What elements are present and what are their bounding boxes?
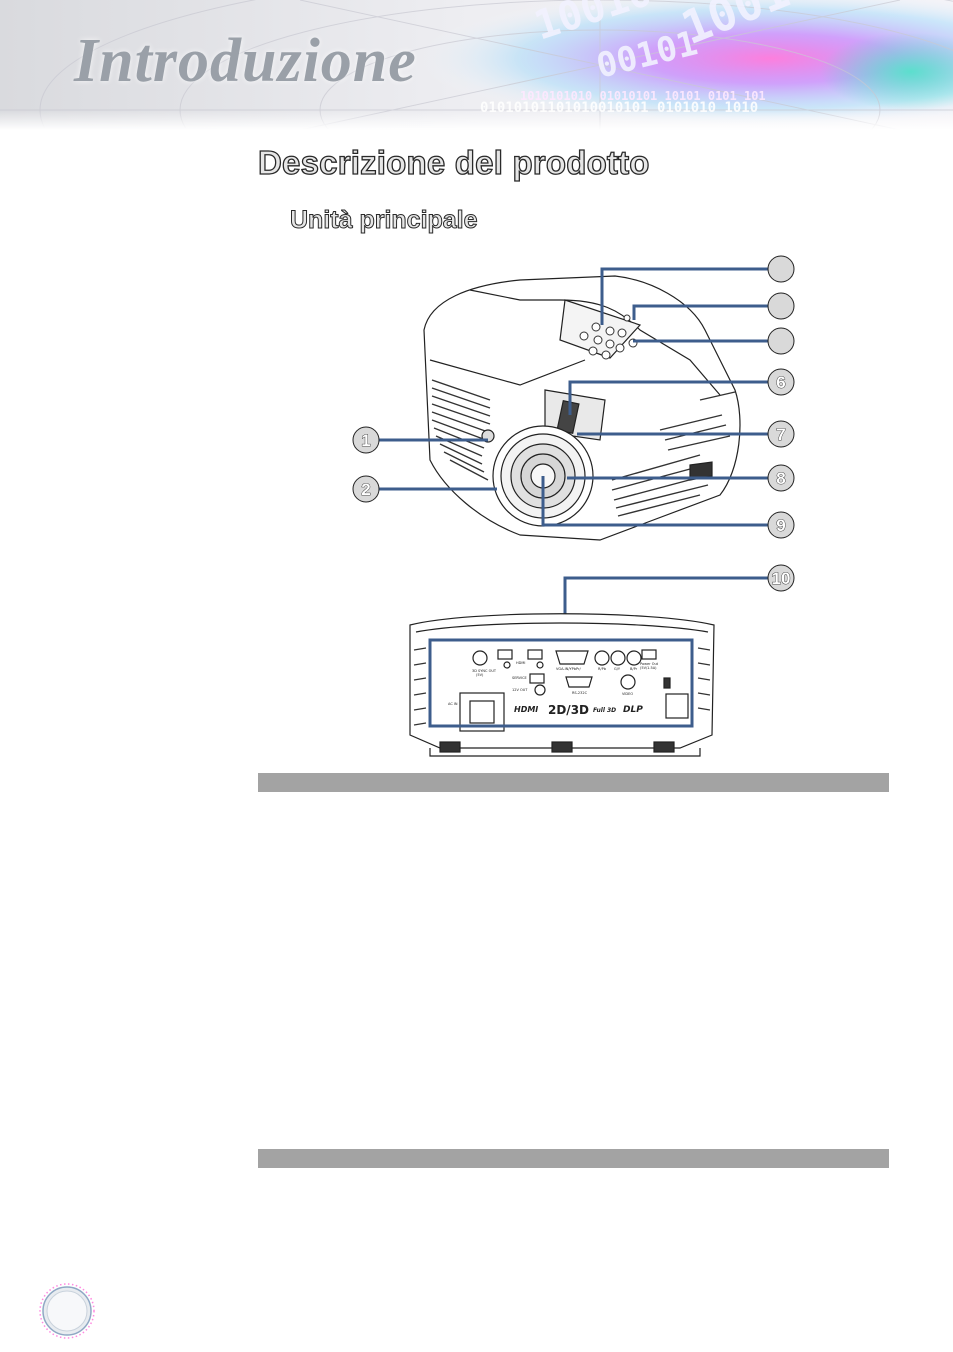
callout-1-label: 1 [361,431,370,450]
svg-text:VGA-IN/YPbPr/: VGA-IN/YPbPr/ [556,667,581,671]
svg-text:12V OUT: 12V OUT [512,688,528,692]
svg-text:G/Y: G/Y [614,667,621,671]
sub-title: Unità principale [290,206,479,235]
callout-9-label: 9 [776,516,785,535]
rear-panel-highlight [428,638,694,728]
projector-front-illustration [423,275,741,541]
svg-text:SERVICE: SERVICE [512,676,527,680]
callout-markers: 6 7 8 9 10 1 2 [352,255,795,592]
callout-6-label: 6 [776,373,785,392]
callout-6: 6 [767,368,795,396]
rear-panel-labels: 3D SYNC OUT (5V) HDMI VGA-IN/YPbPr/ R/Pb… [448,661,659,706]
callout-4 [767,292,795,320]
callout-10-label: 10 [772,569,791,588]
callout-8: 8 [767,464,795,492]
callout-lines [378,267,769,640]
separator-bar-bottom [258,1149,889,1168]
banner-title: Introduzione [74,27,417,95]
svg-text:2D/3D: 2D/3D [548,703,589,717]
svg-text:(5V): (5V) [476,673,484,677]
separator-bar-top [258,773,889,792]
svg-text:R/Pb: R/Pb [598,667,607,671]
callout-7-label: 7 [776,425,785,444]
svg-text:Full 3D: Full 3D [593,707,616,714]
svg-text:B/Pr: B/Pr [630,667,638,671]
svg-text:3D SYNC OUT: 3D SYNC OUT [472,669,497,673]
callout-2: 2 [352,475,380,503]
rear-panel-logos: HDMI 2D/3D Full 3D DLP [514,703,643,717]
svg-text:AC IN: AC IN [448,702,458,706]
svg-text:Power Out: Power Out [640,662,659,666]
callout-3 [767,255,795,283]
svg-text:HDMI: HDMI [514,705,538,714]
banner-art: 10010 00101 1001 01010101101010010101 01… [0,0,953,130]
svg-text:HDMI: HDMI [516,661,525,665]
callout-1: 1 [352,426,380,454]
callout-10: 10 [767,564,795,592]
projector-rear-illustration [409,613,715,757]
header-banner: 10010 00101 1001 01010101101010010101 01… [0,0,953,130]
callout-8-label: 8 [776,469,785,488]
svg-text:(5V/1.5A): (5V/1.5A) [640,666,657,670]
svg-text:DLP: DLP [623,705,643,715]
svg-text:RS-232C: RS-232C [572,691,588,695]
callout-5 [767,327,795,355]
svg-text:VIDEO: VIDEO [622,692,633,696]
callout-9: 9 [767,511,795,539]
callout-7: 7 [767,420,795,448]
section-title: Descrizione del prodotto [257,143,650,181]
product-figure: 6 7 8 9 10 1 2 [352,255,795,757]
callout-2-label: 2 [361,480,370,499]
page-number-badge [39,1283,95,1339]
